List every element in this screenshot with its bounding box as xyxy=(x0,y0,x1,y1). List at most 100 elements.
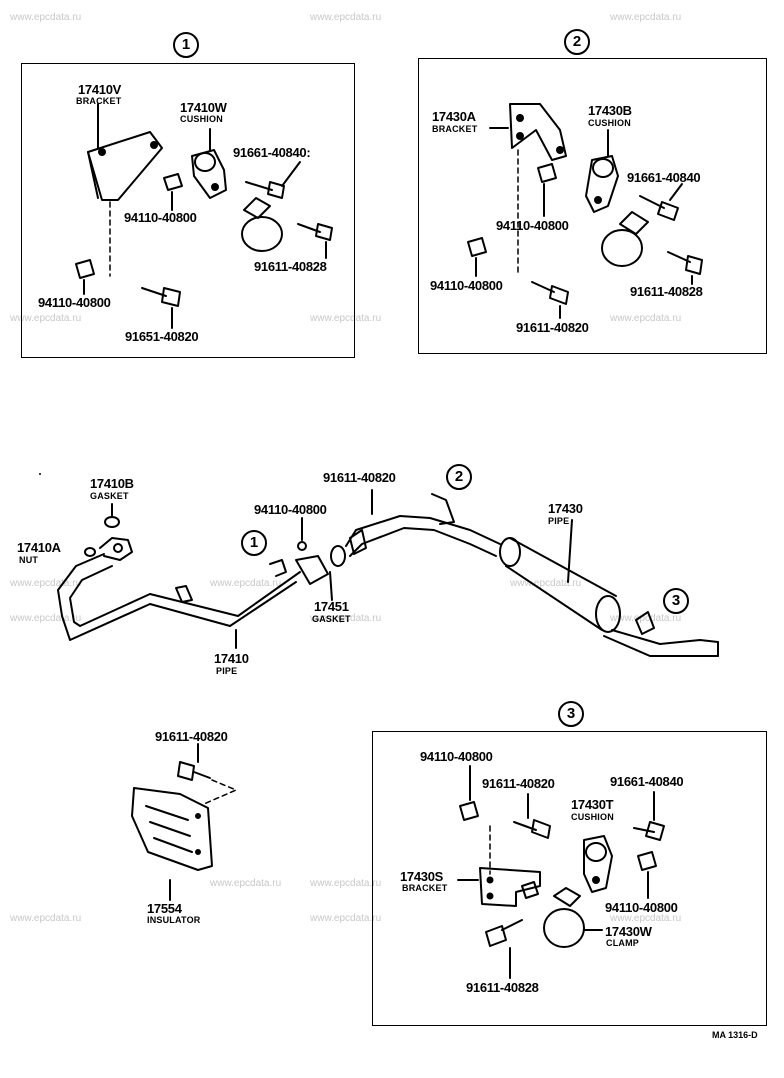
bracket-17410v xyxy=(87,131,163,201)
insulator-17554 xyxy=(131,787,213,871)
part-number-17410: 17410 xyxy=(214,651,249,666)
clamp-1 xyxy=(241,197,283,252)
watermark: www.epcdata.ru xyxy=(310,878,382,889)
watermark: www.epcdata.ru xyxy=(610,12,682,23)
nut-a xyxy=(163,173,183,211)
part-name-bracket: BRACKET xyxy=(402,883,448,893)
nut-a xyxy=(459,765,479,821)
part-name-pipe: PIPE xyxy=(548,516,570,526)
part-name-gasket: GASKET xyxy=(90,491,129,501)
detail-frame-1 xyxy=(21,63,355,358)
bolt-c xyxy=(141,287,181,329)
bolt-a xyxy=(639,183,683,221)
watermark: www.epcdata.ru xyxy=(10,913,82,924)
part-number-91611-40820: 91611-40820 xyxy=(323,470,396,485)
part-name-bracket: BRACKET xyxy=(432,124,478,134)
part-number-94110-40800: 94110-40800 xyxy=(124,210,197,225)
part-number-91611-40820: 91611-40820 xyxy=(516,320,589,335)
part-number-17410v: 17410V xyxy=(78,82,122,97)
bolt-b xyxy=(667,251,703,285)
gasket-17410b xyxy=(104,503,120,528)
part-number-17410a: 17410A xyxy=(17,540,61,555)
part-number-17410b: 17410B xyxy=(90,476,134,491)
part-number-91661-40840: 91661-40840: xyxy=(233,145,311,160)
watermark: www.epcdata.ru xyxy=(10,313,82,324)
watermark: www.epcdata.ru xyxy=(310,613,382,624)
bolt-c xyxy=(531,281,569,319)
bolt-c xyxy=(485,919,523,979)
part-name-clamp: CLAMP xyxy=(606,938,639,948)
cushion-17430t xyxy=(583,835,613,893)
callout-1-main: 1 xyxy=(241,530,267,556)
cushion-17430b xyxy=(585,129,619,213)
part-number-94110-40800: 94110-40800 xyxy=(38,295,111,310)
callout-3-main: 3 xyxy=(663,588,689,614)
part-name-insulator: INSULATOR xyxy=(147,915,201,925)
rear-pipe-17430 xyxy=(345,489,719,657)
watermark: www.epcdata.ru xyxy=(210,578,282,589)
bracket-17430s xyxy=(457,867,541,907)
part-number-91611-40828: 91611-40828 xyxy=(466,980,539,995)
clamp-2 xyxy=(601,211,649,267)
nut-b xyxy=(637,851,657,899)
watermark: www.epcdata.ru xyxy=(610,613,682,624)
watermark: www.epcdata.ru xyxy=(610,313,682,324)
part-number-17430s: 17430S xyxy=(400,869,444,884)
part-number-91651-40820: 91651-40820 xyxy=(125,329,199,344)
bolt-b xyxy=(297,223,333,259)
part-name-cushion: CUSHION xyxy=(571,812,614,822)
part-name-bracket: BRACKET xyxy=(76,96,122,106)
watermark: www.epcdata.ru xyxy=(610,913,682,924)
nut-b xyxy=(467,237,487,277)
part-number-17430t: 17430T xyxy=(571,797,614,812)
nut-small xyxy=(521,881,539,899)
callout-3: 3 xyxy=(558,701,584,727)
part-number-17554: 17554 xyxy=(147,901,182,916)
detail-frame-3 xyxy=(372,731,767,1026)
insulator-bolt xyxy=(169,743,237,901)
watermark: www.epcdata.ru xyxy=(10,12,82,23)
nut-a xyxy=(537,163,557,217)
detail-frame-2 xyxy=(418,58,767,354)
watermark: www.epcdata.ru xyxy=(310,313,382,324)
cushion-17410w xyxy=(191,128,227,199)
gasket-17451 xyxy=(329,545,346,601)
part-number-91611-40820: 91611-40820 xyxy=(482,776,555,791)
part-number-17430: 17430 xyxy=(548,501,583,516)
callout-2-main: 2 xyxy=(446,464,472,490)
part-number-17451: 17451 xyxy=(314,599,349,614)
part-name-cushion: CUSHION xyxy=(588,118,631,128)
watermark: www.epcdata.ru xyxy=(210,878,282,889)
watermark: www.epcdata.ru xyxy=(310,12,382,23)
clamp-17430w xyxy=(543,887,603,948)
part-number-91611-40820: 91611-40820 xyxy=(155,729,228,744)
front-pipe-17410 xyxy=(39,473,329,649)
callout-2: 2 xyxy=(564,29,590,55)
watermark: www.epcdata.ru xyxy=(310,913,382,924)
part-number-17410w: 17410W xyxy=(180,100,227,115)
bolt-a xyxy=(513,793,551,839)
watermark: www.epcdata.ru xyxy=(10,578,82,589)
part-name-cushion: CUSHION xyxy=(180,114,223,124)
part-number-94110-40800: 94110-40800 xyxy=(605,900,678,915)
nut-17410a xyxy=(84,547,96,557)
part-number-94110-40800: 94110-40800 xyxy=(496,218,569,233)
part-number-94110-40800: 94110-40800 xyxy=(254,502,327,517)
nut-b xyxy=(75,259,95,295)
part-name-pipe: PIPE xyxy=(216,666,238,676)
part-number-94110-40800: 94110-40800 xyxy=(420,749,493,764)
part-number-91611-40828: 91611-40828 xyxy=(630,284,703,299)
watermark: www.epcdata.ru xyxy=(510,578,582,589)
callout-1: 1 xyxy=(173,32,199,58)
bolt-a xyxy=(245,161,301,199)
figure-code: MA 1316-D xyxy=(712,1030,758,1040)
part-number-17430w: 17430W xyxy=(605,924,652,939)
part-name-gasket: GASKET xyxy=(312,614,351,624)
bolt-b xyxy=(633,791,665,841)
part-number-91661-40840: 91661-40840 xyxy=(610,774,684,789)
part-number-17430b: 17430B xyxy=(588,103,632,118)
watermark: www.epcdata.ru xyxy=(10,613,82,624)
part-name-nut: NUT xyxy=(19,555,39,565)
